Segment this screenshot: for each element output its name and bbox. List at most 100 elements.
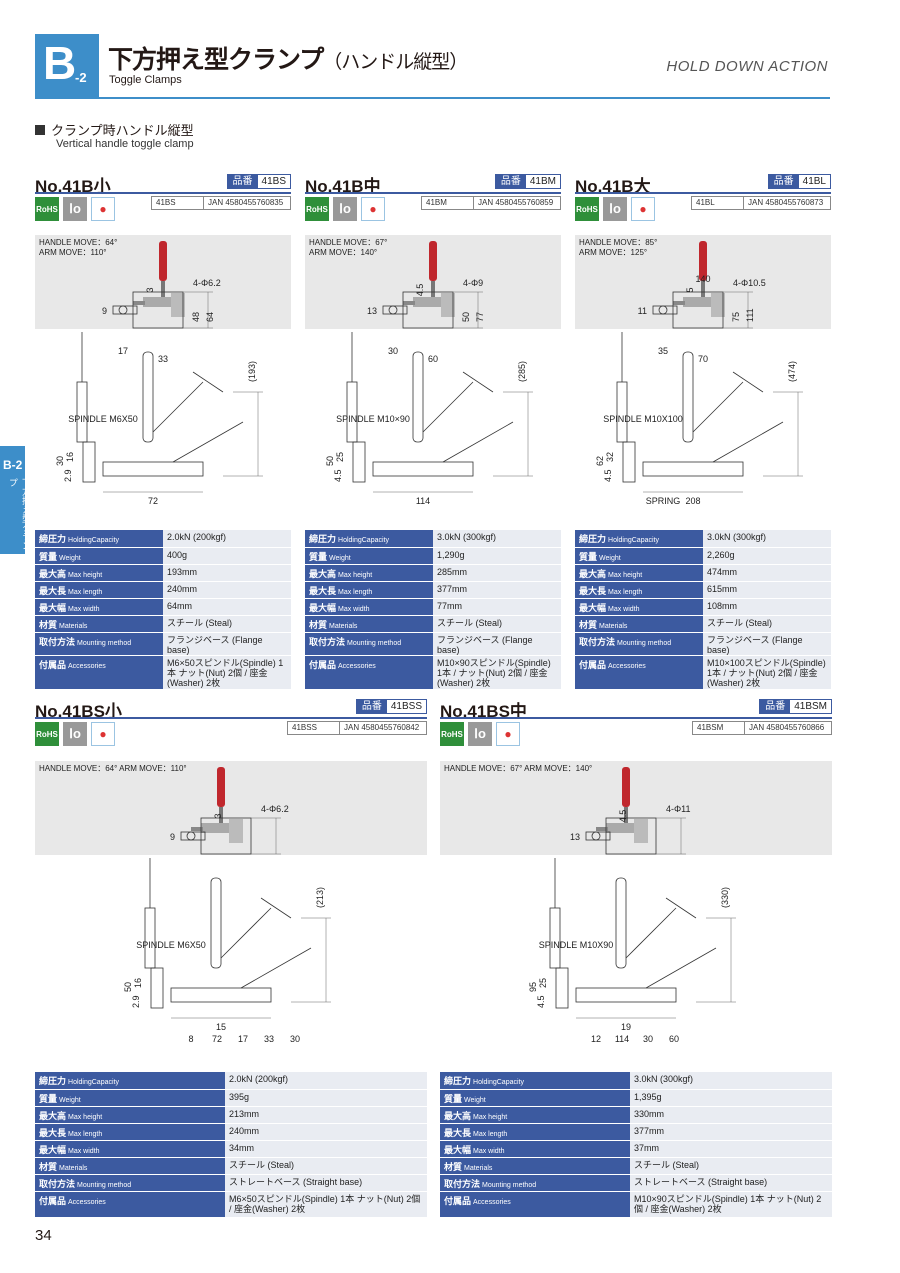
spec-value: 377mm	[433, 581, 561, 599]
product-photo: HANDLE MOVE：67°ARM MOVE：140°	[305, 235, 561, 329]
dimension-label: SPRING	[646, 496, 681, 506]
product-photo: HANDLE MOVE：64°ARM MOVE：110°	[35, 235, 291, 329]
product-title: No.41BS小	[35, 702, 122, 721]
jan-part: 41BSS	[288, 722, 340, 734]
dimension-label: SPINDLE M10X90	[539, 940, 614, 950]
dimension-label: 3	[213, 813, 223, 818]
dimension-label: 33	[158, 354, 168, 364]
dimension-label: (213)	[315, 887, 325, 908]
dimension-label: 17	[238, 1034, 248, 1044]
dimension-label: 114	[615, 1034, 629, 1044]
spec-key-ja: 最大長	[39, 1127, 67, 1138]
dimension-label: 30	[55, 456, 65, 466]
square-bullet-icon	[35, 125, 45, 135]
spec-key-ja: 質量	[39, 1093, 58, 1104]
spec-value: 240mm	[225, 1123, 427, 1141]
side-index-tab[interactable]: B-2 下方押え型クランプ	[0, 446, 30, 554]
rohs-icon: RoHS	[575, 197, 599, 221]
spec-key-ja: 最大幅	[579, 602, 607, 613]
dimension-label: 30	[643, 1034, 653, 1044]
dimension-label: 8	[188, 1034, 193, 1044]
page-title: 下方押え型クランプ（ハンドル縦型）	[108, 40, 468, 76]
dimension-label: 30	[290, 1034, 300, 1044]
dimension-label: (330)	[720, 887, 730, 908]
spec-key-ja: 最大幅	[309, 602, 337, 613]
product-photo: HANDLE MOVE：64° ARM MOVE：110°	[35, 761, 427, 855]
spec-key-ja: 最大長	[444, 1127, 472, 1138]
movement-note: HANDLE MOVE：64°ARM MOVE：110°	[39, 238, 117, 258]
title-underline	[440, 717, 832, 719]
page-title-en: Toggle Clamps	[109, 74, 182, 86]
dimension-label: 72	[212, 1034, 222, 1044]
spec-key-en: Weight	[59, 554, 81, 562]
spec-key-ja: 付属品	[39, 1195, 67, 1206]
spec-key-en: Materials	[329, 622, 358, 630]
spec-key-en: HoldingCapacity	[608, 537, 659, 544]
product-photo: HANDLE MOVE：85°ARM MOVE：125°	[575, 235, 831, 329]
spec-key-ja: 最大長	[309, 585, 337, 596]
dimension-label: 50	[325, 456, 335, 466]
movement-note: HANDLE MOVE：67° ARM MOVE：140°	[444, 764, 592, 774]
dimension-label: 16	[133, 978, 143, 988]
spec-key-ja: 締圧力	[444, 1076, 472, 1086]
spec-value: 2.0kN (200kgf)	[225, 1072, 427, 1090]
spec-value: 1,395g	[630, 1089, 832, 1107]
dimension-label: 4-Φ6.2	[193, 278, 221, 288]
jan-part: 41BSM	[693, 722, 745, 734]
badge-letter: B	[43, 37, 77, 89]
product-photo: HANDLE MOVE：67° ARM MOVE：140°	[440, 761, 832, 855]
page-number: 34	[35, 1227, 52, 1244]
spec-value: フランジベース (Flange base)	[433, 632, 561, 656]
spec-value: フランジベース (Flange base)	[163, 632, 291, 656]
dimension-label: 62	[595, 456, 605, 466]
spec-value: 377mm	[630, 1123, 832, 1141]
spec-key-en: Weight	[59, 1096, 81, 1104]
spec-key-en: Max width	[68, 605, 100, 613]
spec-key-ja: 最大長	[39, 585, 67, 596]
dimension-label: 60	[428, 354, 438, 364]
spec-key-ja: 付属品	[39, 659, 67, 670]
spec-key-en: Materials	[59, 1164, 88, 1172]
dimension-label: (193)	[247, 361, 257, 382]
dimension-label: 4-Φ11	[666, 804, 691, 814]
spec-value: 3.0kN (300kgf)	[433, 530, 561, 548]
spec-value: 108mm	[703, 598, 831, 616]
product-title: No.41B小	[35, 177, 111, 196]
dimension-label: 95	[528, 982, 538, 992]
spec-key-ja: 材質	[444, 1161, 463, 1172]
rohs-icon: RoHS	[35, 197, 59, 221]
